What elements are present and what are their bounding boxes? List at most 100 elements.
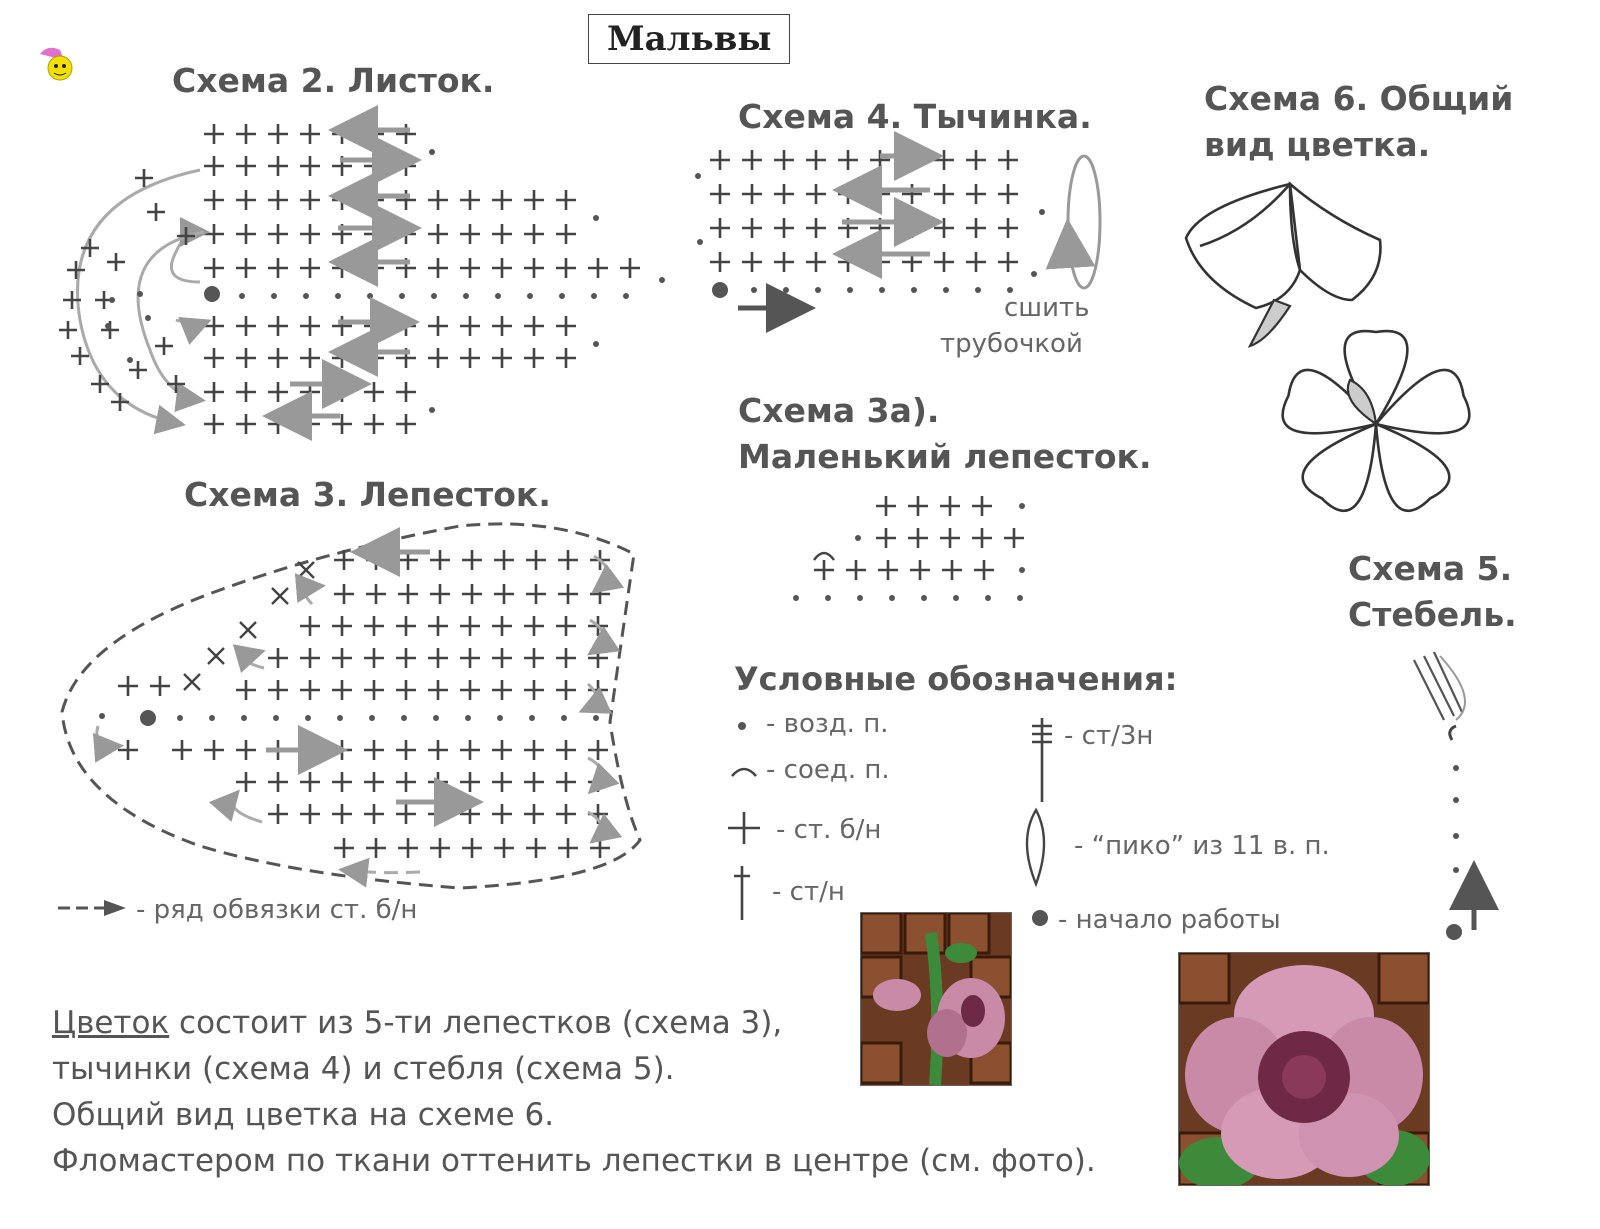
chain-stitch [783, 287, 789, 293]
sc-stitch [878, 560, 898, 580]
instruction-line-3: Общий вид цветка на схеме 6. [52, 1097, 555, 1133]
sc-stitch [934, 252, 954, 272]
sc-stitch [710, 150, 730, 170]
sc-stitch [129, 361, 147, 379]
tube-loop [1066, 154, 1102, 290]
chain-stitch [825, 595, 831, 601]
sc-stitch [204, 156, 224, 176]
sc-stitch [492, 224, 512, 244]
sc-stitch [556, 772, 576, 792]
chain-stitch [559, 293, 565, 299]
chain-stitch [889, 595, 895, 601]
sc-stitch [524, 348, 544, 368]
flower-photo-large [1178, 952, 1430, 1186]
sc-stitch [204, 224, 224, 244]
sc-stitch [300, 804, 320, 824]
sc-stitch [524, 258, 544, 278]
sc-stitch [396, 804, 416, 824]
sc-stitch [398, 838, 418, 858]
sc-stitch [268, 804, 288, 824]
legend-sc-label: - ст. б/н [776, 815, 882, 845]
sc-stitch [620, 258, 640, 278]
sc-stitch [150, 676, 170, 696]
sc-stitch [556, 316, 576, 336]
sc-stitch [940, 528, 960, 548]
start-mark [712, 282, 728, 298]
chain-stitch [241, 715, 247, 721]
flower-petal [1281, 368, 1379, 435]
picot-symbol [1025, 807, 1046, 888]
turn-arrow [591, 554, 625, 594]
chain-stitch [463, 293, 469, 299]
sc-stitch [588, 680, 608, 700]
sc-stitch [558, 584, 578, 604]
chain-stitch [847, 287, 853, 293]
sc-stitch [524, 648, 544, 668]
sc-stitch [332, 124, 352, 144]
chain-stitch [857, 595, 863, 601]
sc-stitch [558, 550, 578, 570]
chain-stitch [1019, 503, 1025, 509]
flower-petal [1184, 182, 1302, 310]
start-mark [204, 286, 220, 302]
sc-stitch [300, 680, 320, 700]
chain-stitch [975, 287, 981, 293]
sc-stitch [364, 124, 384, 144]
sc-stitch [556, 348, 576, 368]
sc-stitch [300, 190, 320, 210]
sc-stitch [430, 584, 450, 604]
sc-stitch [396, 680, 416, 700]
sc-stitch [492, 616, 512, 636]
chain-stitch [529, 715, 535, 721]
sc-stitch [428, 680, 448, 700]
chain-stitch [855, 535, 861, 541]
sc-stitch [774, 252, 794, 272]
sc-stitch [428, 740, 448, 760]
sc-stitch [364, 316, 384, 336]
sc-stitch [998, 150, 1018, 170]
start-mark [1446, 924, 1462, 940]
sc-stitch [300, 616, 320, 636]
sc-stitch [524, 680, 544, 700]
sc-stitch [902, 150, 922, 170]
chain-stitch [337, 715, 343, 721]
chain-stitch [303, 293, 309, 299]
sc-stitch [268, 648, 288, 668]
sc-stitch [67, 261, 85, 279]
flower-outline-drawing [1184, 181, 1471, 512]
chain-stitch [1007, 287, 1013, 293]
sc-stitch [300, 258, 320, 278]
sc-stitch [972, 496, 992, 516]
sc-stitch [236, 382, 256, 402]
sc-stitch [268, 382, 288, 402]
sc-stitch [396, 382, 416, 402]
sc-stitch [430, 838, 450, 858]
chain-stitch [399, 293, 405, 299]
sc-stitch [364, 190, 384, 210]
flower-petal [1301, 421, 1378, 512]
chain-stitch [465, 715, 471, 721]
sc-stitch [588, 740, 608, 760]
chain-stitch [815, 287, 821, 293]
chain-stitch [495, 293, 501, 299]
sc-stitch [300, 124, 320, 144]
sc-stitch [396, 616, 416, 636]
turn-arrow [208, 789, 263, 824]
scheme-small-petal-heading-2: Маленький лепесток. [738, 437, 1152, 476]
sc-stitch [524, 224, 544, 244]
sc-stitch [494, 584, 514, 604]
turn-arrow [92, 725, 124, 763]
sc-stitch [396, 190, 416, 210]
sc-stitch [492, 190, 512, 210]
chain-stitch [953, 595, 959, 601]
sc-stitch [428, 616, 448, 636]
sc-stitch [334, 838, 354, 858]
flower-center-shade [1346, 378, 1378, 427]
sc-stitch [460, 804, 480, 824]
sc-stitch [556, 740, 576, 760]
flower-petal [1288, 181, 1382, 302]
sc-stitch [268, 190, 288, 210]
chain-stitch [593, 215, 599, 221]
sc-stitch [870, 150, 890, 170]
chain-stitch [793, 595, 799, 601]
